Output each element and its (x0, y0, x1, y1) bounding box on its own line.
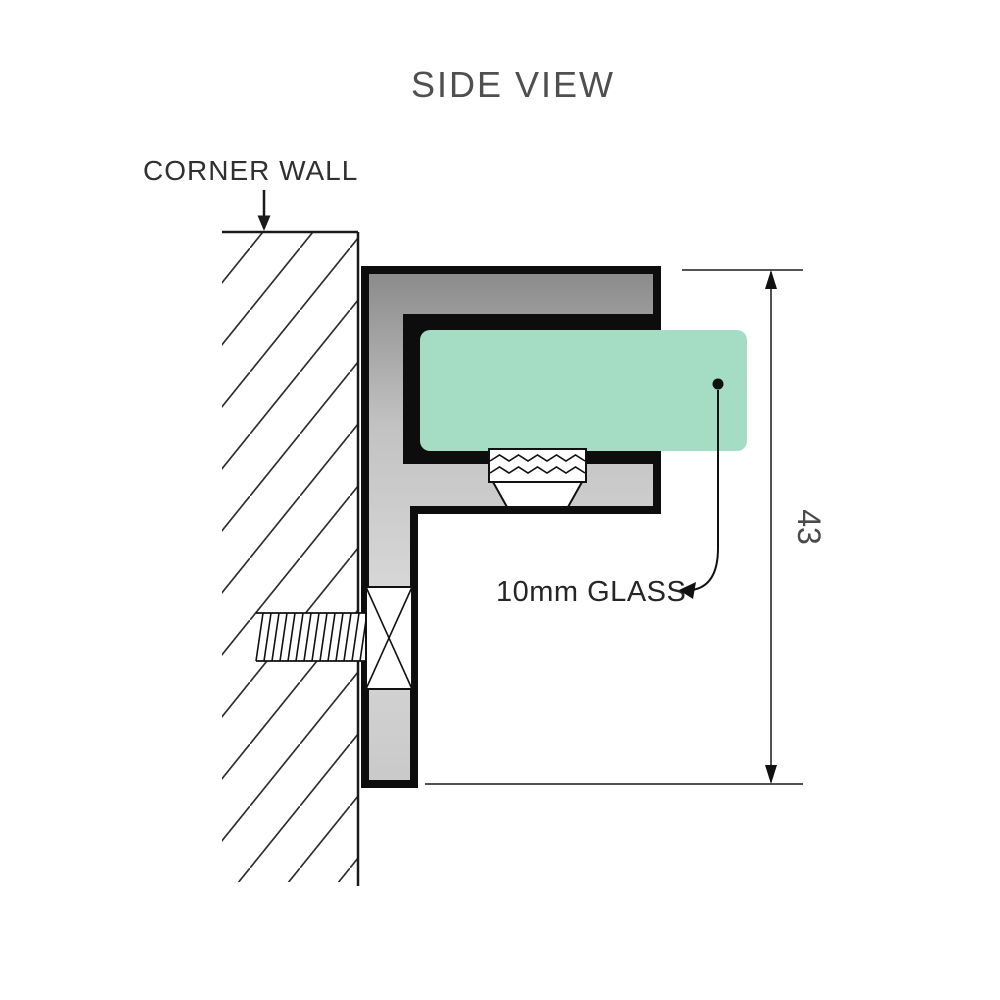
corner-wall-label: CORNER WALL (143, 155, 358, 186)
dimension-arrow-down-icon (765, 765, 777, 784)
dimension-43: 43 (425, 269, 827, 785)
page-title: SIDE VIEW (411, 64, 615, 105)
leader-arrow-icon (679, 582, 696, 599)
screw-head-cross (365, 586, 413, 690)
down-arrow-icon (257, 190, 271, 231)
dimension-arrow-up-icon (765, 270, 777, 289)
glass-panel (420, 330, 747, 451)
wall-hatching (222, 232, 358, 882)
leader-dot (712, 378, 724, 390)
grub-screw (488, 448, 587, 508)
glass-leader-line (679, 378, 724, 599)
dimension-value: 43 (791, 509, 827, 545)
wall-screw (255, 586, 413, 690)
glass-label: 10mm GLASS (496, 576, 686, 608)
screw-threads (255, 612, 368, 662)
